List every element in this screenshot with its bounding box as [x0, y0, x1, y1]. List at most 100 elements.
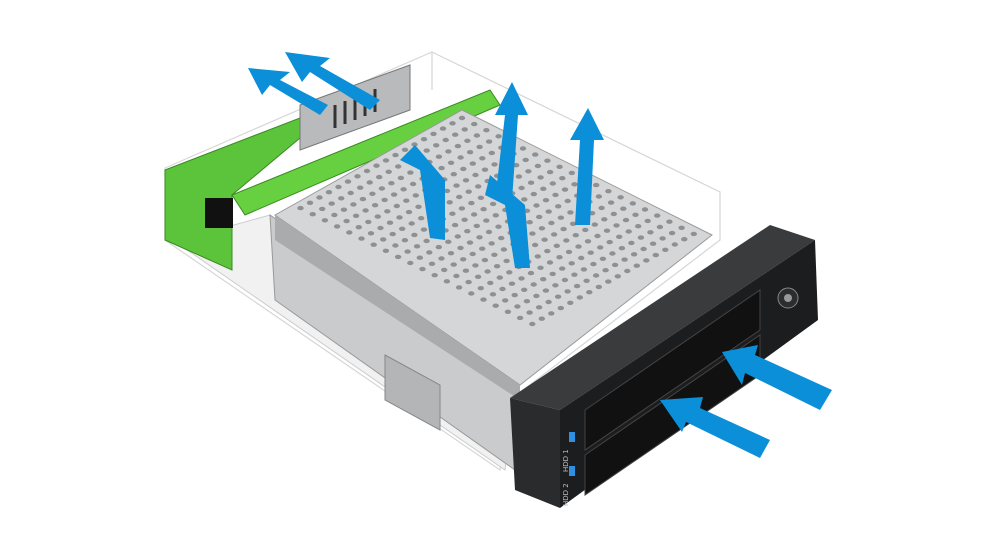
vent-hole	[489, 201, 497, 207]
vent-hole	[516, 315, 524, 321]
vent-hole	[681, 237, 688, 242]
vent-hole	[496, 275, 503, 280]
vent-hole	[419, 266, 426, 272]
vent-hole	[546, 169, 554, 175]
vent-hole	[418, 216, 425, 221]
vent-hole	[456, 194, 463, 200]
vent-hole	[643, 258, 650, 263]
vent-hole	[472, 263, 479, 268]
arrow-in-icon	[660, 397, 770, 458]
vent-hole	[450, 262, 457, 267]
vent-hole	[469, 161, 476, 166]
vent-hole	[450, 172, 457, 177]
vent-hole	[420, 137, 428, 142]
vent-hole	[319, 206, 326, 212]
vent-hole	[358, 236, 365, 241]
vent-hole	[554, 294, 562, 299]
vent-hole	[454, 234, 461, 239]
vent-hole	[557, 305, 564, 311]
vent-hole	[362, 208, 369, 213]
vent-hole	[415, 204, 422, 209]
vent-hole	[611, 262, 619, 268]
vent-hole	[498, 235, 505, 241]
vent-hole	[532, 152, 539, 157]
vent-hole	[428, 261, 436, 266]
vent-hole	[511, 292, 518, 298]
vent-hole	[603, 228, 611, 233]
vent-hole	[460, 166, 467, 172]
vent-hole	[411, 142, 418, 147]
vent-hole	[403, 198, 410, 203]
vent-hole	[628, 240, 635, 246]
vent-hole	[472, 172, 479, 178]
vent-hole	[373, 163, 380, 168]
vent-hole	[445, 239, 452, 244]
vent-hole	[568, 170, 575, 176]
vent-hole	[423, 238, 430, 244]
vent-hole	[601, 217, 608, 222]
vent-hole	[565, 249, 573, 255]
vent-hole	[333, 224, 341, 229]
vent-hole	[413, 244, 421, 249]
vent-hole	[441, 267, 448, 273]
vent-hole	[504, 309, 512, 314]
vent-hole	[394, 254, 402, 260]
vent-hole	[464, 229, 471, 234]
vent-hole	[401, 147, 409, 152]
vent-hole	[518, 185, 525, 191]
vent-hole	[409, 181, 417, 187]
vent-hole	[484, 269, 491, 274]
vent-hole	[468, 200, 475, 206]
vent-hole	[544, 158, 551, 163]
vent-hole	[541, 237, 548, 242]
vent-hole	[347, 190, 354, 196]
vent-hole	[649, 241, 657, 246]
vent-hole	[466, 240, 474, 245]
vent-hole	[480, 207, 487, 212]
vent-hole	[357, 185, 364, 190]
vent-hole	[338, 196, 345, 201]
vent-hole	[380, 237, 387, 242]
vent-hole	[481, 257, 489, 263]
vent-hole	[641, 207, 649, 212]
vent-hole	[485, 139, 493, 144]
vent-hole	[462, 268, 470, 273]
vent-hole	[476, 235, 483, 240]
vent-hole	[531, 242, 539, 248]
bay-door-1[interactable]	[584, 289, 761, 451]
hdd1-led	[569, 432, 575, 442]
vent-hole	[622, 217, 630, 223]
arrow-up-icon	[495, 82, 528, 200]
vent-hole	[578, 255, 585, 261]
vent-hole	[493, 264, 501, 269]
vent-hole	[404, 249, 411, 254]
vent-hole	[542, 288, 550, 293]
vent-hole	[374, 214, 381, 219]
vent-hole	[633, 263, 640, 268]
vent-hole	[480, 297, 487, 302]
vent-hole	[411, 232, 418, 238]
vent-hole	[495, 134, 502, 139]
vent-hole	[481, 167, 489, 172]
vent-hole	[597, 245, 604, 250]
vent-hole	[526, 310, 533, 315]
vent-hole	[569, 221, 577, 226]
vent-hole	[530, 191, 537, 197]
vent-hole	[483, 128, 490, 133]
vent-hole	[363, 168, 371, 174]
vent-hole	[376, 174, 383, 180]
vent-hole	[488, 150, 495, 156]
vent-hole	[518, 276, 525, 281]
drive-tray-side	[275, 215, 520, 400]
vent-hole	[567, 300, 574, 305]
vent-hole	[297, 205, 304, 211]
vent-hole	[443, 279, 451, 284]
vent-hole	[462, 178, 470, 183]
vent-hole	[549, 271, 556, 277]
vent-hole	[630, 252, 638, 257]
arrow-up-left-icon	[248, 68, 328, 115]
vent-hole	[400, 187, 407, 192]
vent-hole	[523, 299, 531, 304]
vent-hole	[473, 223, 480, 229]
